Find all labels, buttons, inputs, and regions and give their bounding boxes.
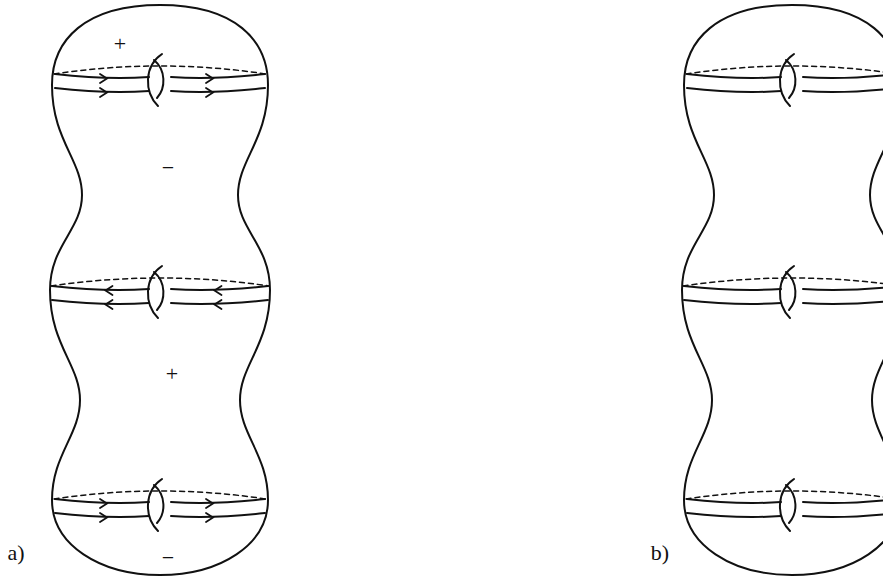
meridian-curve [687,499,781,503]
meridian-curve [803,499,883,503]
meridian-curve [687,513,781,517]
back-circle [686,491,883,499]
arrow-head [100,499,107,508]
arrow-head [215,300,222,309]
arrow-head [100,513,107,522]
arrow-head [100,88,107,97]
meridian-curve [52,286,149,290]
back-circle [686,66,883,74]
arrow-head [100,74,107,83]
handle-hole [154,272,163,310]
sign-label: − [162,547,174,569]
panel-label: b) [651,542,669,564]
arrow-head [206,499,213,508]
meridian-curve [684,300,781,304]
meridian-curve [52,300,149,304]
sign-label: − [162,157,174,179]
arrow-head [215,286,222,295]
meridian-curve [687,74,781,78]
arrow-head [206,74,213,83]
meridian-curve [687,88,781,92]
genus-three-surface [682,5,883,575]
meridian-curve [684,286,781,290]
sign-label: + [114,33,126,55]
arrow-head [206,513,213,522]
meridian-curve [171,88,265,92]
surface-outline [682,5,883,575]
surface-outline [50,5,270,575]
panel-label: a) [7,542,24,564]
handle-hole [786,485,795,523]
meridian-curve [803,74,883,78]
handle-hole [154,485,163,523]
genus-three-surface [50,5,270,575]
meridian-curve [803,88,883,92]
arrow-head [206,88,213,97]
meridian-curve [171,74,265,78]
arrow-head [106,300,113,309]
arrow-head [106,286,113,295]
sign-label: + [166,363,178,385]
meridian-curve [171,513,265,517]
meridian-curve [803,286,883,290]
meridian-curve [171,499,265,503]
handle-hole [786,60,795,98]
meridian-curve [803,300,883,304]
meridian-curve [803,513,883,517]
handle-hole [154,60,163,98]
handle-hole [786,272,795,310]
